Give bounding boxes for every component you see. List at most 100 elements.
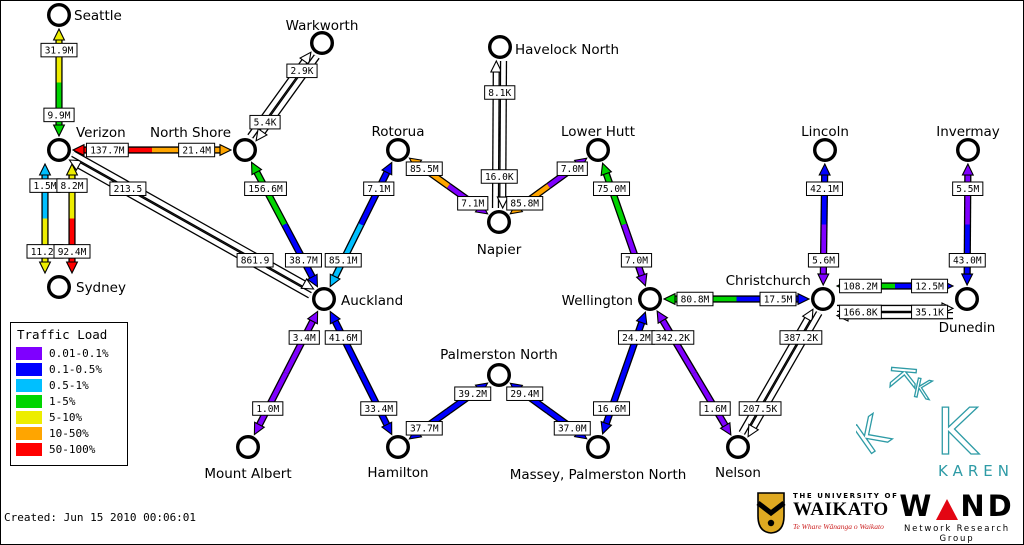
node-circle (47, 137, 72, 162)
edge-label: 156.6M (244, 181, 287, 196)
edge-label-text: 7.0M (561, 164, 584, 175)
karen-k-glyph-icon: K (936, 396, 980, 470)
node-circle (487, 209, 512, 234)
edge-label-text: 85.8M (510, 199, 539, 210)
edge-label-text: 5.6M (812, 256, 835, 267)
wand-subtitle: Network Research Group (904, 524, 1010, 544)
arrowhead-icon (300, 277, 315, 290)
node-circle (955, 287, 980, 312)
link-auckland-hamilton (329, 310, 393, 436)
node-label: Sydney (76, 280, 126, 296)
edge-label: 5.4K (249, 114, 281, 130)
node-napier: Napier (477, 209, 522, 258)
arrowhead-icon (253, 421, 266, 436)
arrowhead-icon (299, 51, 312, 66)
arrowhead-icon (960, 273, 974, 287)
wand-logo: W ND Network Research Group (892, 489, 1022, 545)
arrowhead-icon (65, 162, 79, 176)
node-hamilton: Hamilton (367, 435, 429, 481)
edge-label-text: 12.5M (915, 281, 944, 292)
edge-label: 7.1M (363, 181, 395, 196)
legend-item: 10-50% (16, 427, 125, 440)
legend-item: 0.5-1% (16, 379, 125, 392)
legend-range-label: 5-10% (49, 411, 83, 424)
edge-label-text: 24.2M (622, 333, 651, 344)
edge-label: 2.9K (286, 63, 318, 79)
edge-label-text: 31.9M (45, 46, 74, 57)
edge-label-text: 342.2K (656, 333, 691, 344)
node-circle (47, 2, 72, 28)
edge-label-text: 1.5M (34, 181, 57, 192)
arrowhead-icon (329, 310, 342, 325)
node-label: Warkworth (286, 18, 359, 34)
node-label: Christchurch (726, 273, 811, 289)
edge-label: 5.6M (807, 253, 840, 268)
edge-label: 35.1K (911, 304, 949, 320)
node-label: Nelson (715, 465, 761, 481)
edge-label-text: 7.1M (367, 184, 390, 195)
edge-label-text: 3.4M (293, 333, 316, 344)
node-label: Hamilton (367, 465, 428, 481)
link-lowerhutt-wellington (600, 162, 648, 287)
arrowhead-icon (65, 261, 79, 275)
edge-label-text: 85.5M (410, 164, 439, 175)
legend-swatch-purple (16, 347, 42, 360)
node-label: Dunedin (939, 320, 996, 336)
arrowhead-icon (496, 196, 510, 210)
legend-item: 0.1-0.5% (16, 363, 125, 376)
node-circle (638, 287, 663, 312)
edge-label-text: 37.0M (558, 424, 587, 435)
node-circle (813, 137, 838, 162)
edge-label: 16.6M (593, 401, 631, 416)
arrowhead-icon (68, 159, 83, 172)
node-label: Rotorua (372, 124, 425, 140)
karen-wordmark: KAREN (938, 462, 1014, 480)
edge-label: 8.2M (56, 178, 88, 193)
karen-k-glyph-icon: K (856, 406, 899, 465)
node-circle (232, 137, 257, 162)
edge-label-text: 37.7M (410, 424, 439, 435)
node-circle (310, 31, 335, 56)
link-auckland-mountalbert (253, 310, 319, 436)
edge-label: 7.0M (556, 161, 588, 176)
node-label: Verizon (76, 125, 126, 141)
legend-title: Traffic Load (17, 327, 108, 342)
edge-label: 166.8K (839, 304, 882, 320)
edge-label: 17.5M (759, 291, 797, 307)
edge-label: 85.5M (405, 161, 443, 176)
edge-label-text: 9.9M (48, 110, 71, 121)
link-wellington-massey (600, 311, 648, 435)
edge-label: 137.7M (85, 142, 129, 158)
node-circle (726, 435, 751, 460)
arrowhead-icon (961, 162, 975, 176)
edge-label: 387.2K (779, 330, 823, 345)
node-circle (312, 287, 337, 312)
link-rotorua-auckland (329, 161, 393, 288)
arrowhead-icon (71, 143, 85, 157)
arrowhead-icon (38, 261, 52, 275)
edge-label: 85.1M (324, 253, 362, 268)
edge-label: 207.5K (738, 401, 782, 416)
arrowhead-icon (306, 273, 319, 288)
created-timestamp: Created: Jun 15 2010 00:06:01 (4, 511, 197, 524)
legend-items: 0.01-0.1%0.1-0.5%0.5-1%1-5%5-10%10-50%50… (16, 347, 125, 456)
legend-swatch-blue (16, 363, 42, 376)
arrowhead-icon (380, 421, 393, 436)
edge-label-text: 137.7M (90, 145, 125, 156)
edge-label: 37.0M (553, 421, 591, 436)
legend-swatch-orange (16, 427, 42, 440)
edge-label-text: 7.1M (461, 199, 484, 210)
legend-swatch-red (16, 443, 42, 456)
edge-label-text: 35.1K (915, 307, 944, 318)
wand-letters-nd: ND (960, 489, 1015, 523)
edge-label: 12.5M (911, 278, 949, 294)
edge-label-text: 861.9 (241, 256, 270, 267)
link-havelocknorth-napier (489, 59, 510, 210)
edge-label-text: 33.4M (364, 404, 393, 415)
legend-item: 5-10% (16, 411, 125, 424)
edge-label: 8.1K (484, 85, 516, 100)
node-lincoln: Lincoln (801, 124, 849, 162)
node-sydney: Sydney (47, 275, 126, 300)
edge-label-text: 108.2M (843, 281, 878, 292)
